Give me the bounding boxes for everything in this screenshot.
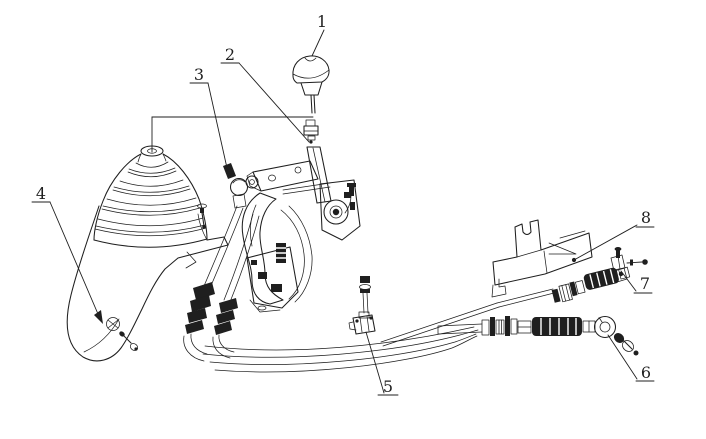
callout-6: 6 xyxy=(607,334,655,382)
callout-2: 2 xyxy=(220,45,310,143)
callout-7: 7 xyxy=(620,270,653,294)
cable-end-lower xyxy=(437,315,639,356)
callout-8: 8 xyxy=(571,208,655,263)
ball-stud xyxy=(613,333,639,356)
callout-4: 4 xyxy=(31,184,103,324)
callout-8-label: 8 xyxy=(641,208,651,227)
shift-lever xyxy=(303,94,332,204)
callouts: 1 2 3 4 5 6 7 xyxy=(31,12,655,396)
callout-7-label: 7 xyxy=(640,274,650,293)
mechanism-bolt xyxy=(344,183,356,214)
gear-knob xyxy=(292,55,330,96)
shifter-mechanism xyxy=(223,160,361,313)
assembly-connector-line xyxy=(151,116,314,153)
console-panel xyxy=(66,203,229,362)
detent-spring xyxy=(276,243,286,263)
panel-bolt xyxy=(106,317,139,351)
callout-6-label: 6 xyxy=(641,363,651,382)
callout-3: 3 xyxy=(189,65,228,169)
boot-bellows xyxy=(93,145,208,248)
callout-5-label: 5 xyxy=(383,377,393,396)
screw-part7 xyxy=(626,259,648,266)
callout-1: 1 xyxy=(311,12,327,57)
callout-2-label: 2 xyxy=(225,45,235,64)
callout-5: 5 xyxy=(365,331,399,396)
cable-bundle xyxy=(202,326,479,373)
cable-conduits xyxy=(183,205,260,362)
callout-1-label: 1 xyxy=(317,12,327,31)
clevis-fitting xyxy=(348,276,376,335)
callout-3-label: 3 xyxy=(194,65,204,84)
callout-4-label: 4 xyxy=(36,184,46,203)
ball-joint-part3 xyxy=(223,163,249,209)
mounting-bracket xyxy=(491,219,593,298)
